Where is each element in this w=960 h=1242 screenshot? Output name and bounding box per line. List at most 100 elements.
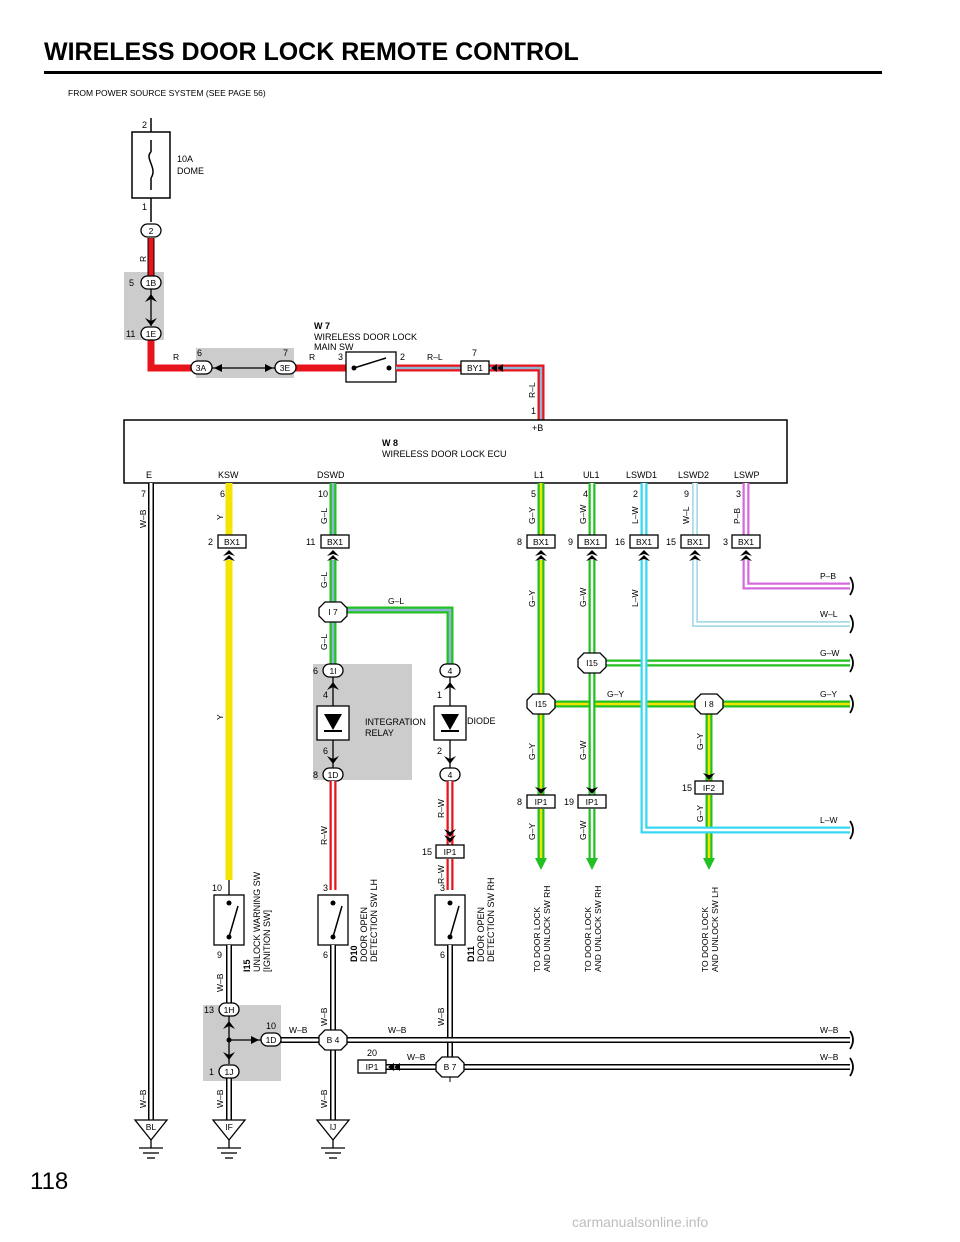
bx1-l1: BX1 8 [517, 534, 556, 561]
svg-text:INTEGRATION: INTEGRATION [365, 717, 426, 727]
watermark-text: carmanualsonline.info [572, 1214, 709, 1230]
svg-text:11: 11 [306, 537, 315, 547]
svg-text:R–L: R–L [527, 382, 537, 398]
integration-relay: 1I 6 4 6 1D 8 INTEGRATION RELAY [313, 663, 426, 782]
svg-text:5: 5 [129, 278, 134, 288]
svg-text:R–W: R–W [436, 865, 446, 884]
wire-rl: R–L R–L BY1 7 [396, 348, 545, 420]
svg-text:1H: 1H [224, 1005, 235, 1015]
svg-text:G–Y: G–Y [607, 689, 624, 699]
svg-text:I15: I15 [242, 959, 252, 972]
svg-text:11: 11 [126, 329, 135, 339]
svg-text:15: 15 [422, 847, 432, 857]
wire-y-ksw: Y Y [215, 483, 233, 895]
bx1-lswp: BX1 3 [723, 534, 761, 561]
svg-text:TO DOOR LOCK: TO DOOR LOCK [583, 907, 593, 972]
svg-text:LSWD1: LSWD1 [626, 470, 657, 480]
ip1-gy: IP1 8 [517, 787, 556, 809]
svg-text:3E: 3E [280, 363, 291, 373]
svg-text:15: 15 [682, 783, 692, 793]
svg-text:G–Y: G–Y [695, 733, 705, 750]
fuse-name: DOME [177, 166, 204, 176]
svg-text:KSW: KSW [218, 470, 239, 480]
junction-i15-gw: I15 [577, 652, 607, 674]
wire-wb-lower: W–B W–B W–B W–B W–B W–B W–B W–B W–B W–B [215, 945, 850, 1120]
svg-text:IJ: IJ [330, 1122, 337, 1132]
svg-text:3A: 3A [196, 363, 207, 373]
svg-text:WIRELESS DOOR LOCK ECU: WIRELESS DOOR LOCK ECU [382, 449, 507, 459]
svg-text:3: 3 [723, 537, 728, 547]
svg-text:R–L: R–L [427, 352, 443, 362]
svg-text:BX1: BX1 [687, 537, 703, 547]
wire-pb-lswp: P–B P–B [732, 483, 850, 590]
svg-text:15: 15 [666, 537, 676, 547]
svg-text:G–Y: G–Y [527, 507, 537, 524]
svg-text:IF: IF [225, 1122, 233, 1132]
svg-text:7: 7 [283, 348, 288, 358]
unlock-warning-switch: 10 9 I15 UNLOCK WARNING SW [IGNITION SW] [212, 871, 272, 972]
svg-text:9: 9 [217, 950, 222, 960]
svg-text:W–B: W–B [436, 1007, 446, 1026]
wire-label-r-1: R [138, 256, 148, 262]
junction-b4: B 4 [318, 1029, 348, 1051]
svg-text:L–W: L–W [630, 507, 640, 524]
svg-text:R–W: R–W [319, 826, 329, 845]
wire-r-power: R R R [138, 238, 346, 372]
svg-text:1: 1 [437, 690, 442, 700]
svg-text:DOOR OPEN: DOOR OPEN [476, 907, 486, 962]
svg-text:1: 1 [209, 1067, 214, 1077]
svg-text:W–B: W–B [319, 1007, 329, 1026]
svg-text:DETECTION SW LH: DETECTION SW LH [369, 879, 379, 962]
svg-text:W–B: W–B [215, 973, 225, 992]
svg-text:W–B: W–B [289, 1025, 308, 1035]
svg-text:G–W: G–W [820, 648, 839, 658]
svg-text:1: 1 [531, 406, 536, 416]
svg-text:G–L: G–L [319, 572, 329, 588]
svg-text:16: 16 [615, 537, 625, 547]
wire-label-r-2: R [173, 352, 179, 362]
svg-text:10: 10 [266, 1021, 276, 1031]
svg-text:L–W: L–W [630, 590, 640, 607]
svg-text:IP1: IP1 [366, 1062, 379, 1072]
svg-text:Y: Y [215, 714, 225, 720]
svg-text:G–W: G–W [578, 505, 588, 524]
destination-labels: TO DOOR LOCK AND UNLOCK SW RH TO DOOR LO… [532, 886, 720, 972]
ip1-wb: IP1 20 [357, 1048, 400, 1074]
svg-text:D10: D10 [349, 945, 359, 962]
connector-by1: BY1 [467, 363, 483, 373]
svg-text:I15: I15 [535, 699, 547, 709]
connector-3a-3e: 3A 6 3E 7 [190, 348, 297, 375]
ip1-rw: IP1 15 [422, 844, 465, 859]
svg-text:DSWD: DSWD [317, 470, 345, 480]
svg-text:G–Y: G–Y [695, 805, 705, 822]
svg-text:4: 4 [448, 666, 453, 676]
svg-text:2: 2 [400, 352, 405, 362]
svg-text:UL1: UL1 [583, 470, 600, 480]
junction-i15-gy: I15 [526, 693, 556, 715]
fuse-rating: 10A [177, 154, 193, 164]
wireless-door-lock-ecu: 1 +B W 8 WIRELESS DOOR LOCK ECU E KSW DS… [123, 406, 788, 499]
bx1-ksw: BX1 2 [208, 534, 247, 561]
svg-text:+B: +B [532, 423, 543, 433]
ground-bl: BL [133, 1119, 169, 1159]
svg-text:W–B: W–B [138, 509, 148, 528]
svg-text:LSWP: LSWP [734, 470, 760, 480]
svg-text:IP1: IP1 [535, 797, 548, 807]
svg-text:W 8: W 8 [382, 438, 398, 448]
svg-text:4: 4 [323, 690, 328, 700]
svg-text:6: 6 [313, 666, 318, 676]
svg-text:3: 3 [736, 489, 741, 499]
svg-text:8: 8 [517, 797, 522, 807]
svg-text:BX1: BX1 [584, 537, 600, 547]
ground-if: IF [211, 1119, 247, 1159]
wire-wb-e: W–B W–B [138, 483, 154, 1120]
connectors-1h-1d-1j: 1H 13 1D 10 1J 1 [204, 1002, 282, 1079]
svg-text:AND UNLOCK SW RH: AND UNLOCK SW RH [542, 886, 552, 972]
svg-text:L1: L1 [534, 470, 544, 480]
svg-text:AND UNLOCK SW RH: AND UNLOCK SW RH [593, 886, 603, 972]
svg-text:D11: D11 [466, 946, 476, 962]
svg-text:G–W: G–W [578, 588, 588, 607]
svg-text:Y: Y [215, 514, 225, 520]
title-rule [44, 71, 882, 74]
